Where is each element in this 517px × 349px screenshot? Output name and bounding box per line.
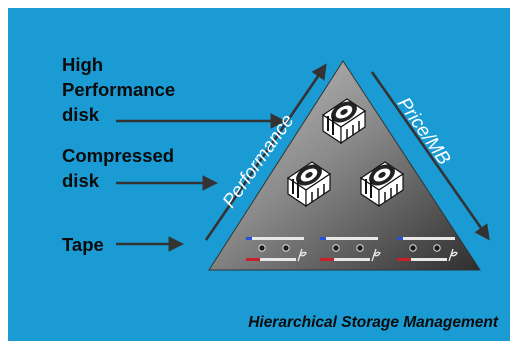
compressed-disk-label-line2: disk bbox=[62, 170, 100, 191]
compressed-disk-label-line1: Compressed bbox=[62, 145, 174, 166]
price-arrow bbox=[370, 71, 490, 241]
tape-label: Tape bbox=[62, 234, 104, 255]
diagram-caption: Hierarchical Storage Management bbox=[248, 314, 499, 331]
high-performance-label-line3: disk bbox=[62, 104, 100, 125]
performance-arrow bbox=[204, 63, 327, 241]
high-performance-label-line2: Performance bbox=[62, 79, 175, 100]
storage-pyramid bbox=[208, 60, 481, 271]
diagram-background bbox=[8, 8, 510, 341]
high-performance-label-line1: High bbox=[62, 54, 103, 75]
